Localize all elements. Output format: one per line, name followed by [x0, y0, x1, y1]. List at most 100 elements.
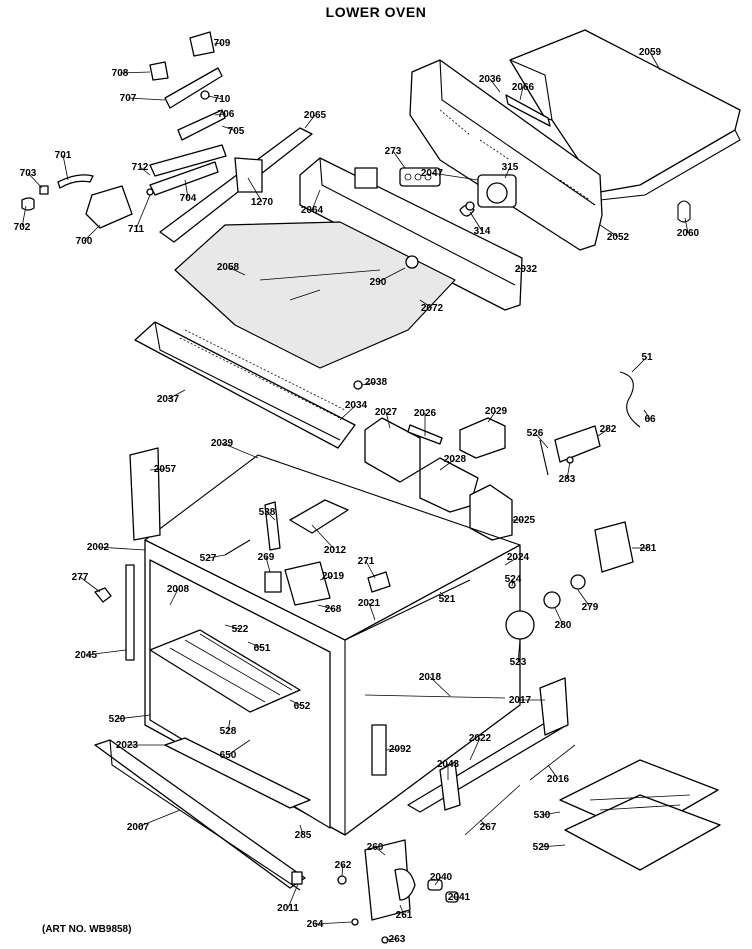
door-hinge-assembly — [291, 839, 459, 944]
callout-528: 528 — [220, 726, 237, 737]
callout-314: 314 — [474, 226, 491, 237]
leader-707 — [127, 97, 166, 101]
leader-283 — [566, 461, 571, 480]
callout-523: 523 — [510, 657, 527, 668]
callout-267: 267 — [480, 822, 497, 833]
leader-2034 — [339, 404, 357, 421]
leader-2036 — [489, 78, 501, 93]
callout-2045: 2045 — [75, 650, 98, 661]
leader-279 — [577, 589, 591, 608]
callout-522: 522 — [232, 624, 249, 635]
leader-523 — [517, 639, 521, 663]
callout-650: 650 — [220, 750, 237, 761]
callout-702: 702 — [14, 222, 31, 233]
callout-2092: 2092 — [389, 744, 412, 755]
leader-2032 — [517, 267, 527, 270]
cavity-internal-parts — [224, 499, 391, 606]
leader-712 — [139, 166, 151, 176]
leader-285 — [299, 824, 304, 836]
leader-530 — [541, 811, 561, 816]
leader-2038 — [361, 381, 377, 386]
callout-710: 710 — [214, 94, 231, 105]
callout-2047: 2047 — [421, 168, 444, 179]
callout-279: 279 — [582, 602, 599, 613]
callout-2052: 2052 — [607, 232, 630, 243]
leader-2059 — [649, 51, 661, 71]
bottom-plate-2023 — [164, 737, 311, 809]
leader-705 — [221, 125, 237, 132]
callout-2002: 2002 — [87, 542, 110, 553]
leader-709 — [213, 42, 223, 45]
callout-711: 711 — [128, 224, 145, 235]
leader-260 — [374, 846, 386, 856]
leader-2057 — [149, 468, 166, 471]
side-trim-pieces — [94, 447, 161, 661]
leader-708 — [119, 71, 151, 74]
leader-2008 — [169, 588, 179, 606]
leader-2039 — [221, 442, 259, 459]
callout-700: 700 — [76, 236, 93, 247]
broiler-pan — [559, 759, 721, 871]
callout-520: 520 — [109, 714, 126, 725]
callout-706: 706 — [218, 109, 235, 120]
callout-280: 280 — [555, 620, 572, 631]
leader-2072 — [419, 299, 433, 309]
leader-2066 — [519, 86, 524, 101]
callout-2019: 2019 — [322, 571, 345, 582]
callout-2041: 2041 — [448, 892, 471, 903]
leader-529 — [540, 844, 566, 848]
leader-2007 — [137, 809, 181, 828]
terminal-block — [539, 425, 601, 476]
callout-527: 527 — [200, 553, 217, 564]
callout-651: 651 — [254, 643, 271, 654]
callout-2011: 2011 — [277, 903, 299, 914]
leader-51 — [631, 356, 648, 373]
callout-2017: 2017 — [509, 695, 532, 706]
callout-290: 290 — [370, 277, 387, 288]
leader-268 — [317, 604, 334, 610]
leader-277 — [79, 576, 101, 593]
leader-2045 — [85, 649, 127, 656]
leader-2037 — [167, 389, 186, 400]
callout-2057: 2057 — [154, 464, 177, 475]
screw-2038 — [353, 380, 363, 390]
callout-2065: 2065 — [304, 110, 327, 121]
leader-2047 — [431, 172, 479, 181]
leader-261 — [399, 904, 405, 916]
leader-704 — [184, 179, 189, 199]
callout-2064: 2064 — [301, 205, 324, 216]
wire-harness — [619, 371, 641, 428]
callout-2072: 2072 — [421, 303, 444, 314]
callout-1270: 1270 — [251, 197, 274, 208]
callout-285: 285 — [295, 830, 312, 841]
leader-2018 — [429, 676, 451, 697]
leader-315 — [504, 166, 511, 179]
leader-710 — [207, 95, 223, 100]
leader-lines — [21, 42, 689, 941]
callout-2008: 2008 — [167, 584, 190, 595]
callout-2034: 2034 — [345, 400, 368, 411]
vent-trim-2037 — [134, 321, 356, 449]
callout-268: 268 — [325, 604, 342, 615]
leader-526 — [534, 432, 549, 449]
leader-538 — [266, 511, 276, 521]
leader-1270 — [247, 177, 263, 203]
callout-2028: 2028 — [444, 454, 467, 465]
leader-2052 — [599, 224, 619, 238]
callout-51: 51 — [641, 352, 653, 363]
callout-66: 66 — [644, 414, 656, 425]
leader-2028 — [439, 458, 456, 471]
leader-263 — [385, 938, 398, 941]
callout-2024: 2024 — [507, 552, 530, 563]
leader-2016 — [547, 764, 559, 780]
leader-700 — [83, 224, 101, 242]
clip-2060 — [677, 200, 691, 223]
callout-2038: 2038 — [365, 377, 388, 388]
side-rail-2065 — [159, 127, 313, 243]
callout-315: 315 — [502, 162, 519, 173]
art-number: (ART NO. WB9858) — [42, 924, 132, 935]
leader-706 — [214, 113, 227, 116]
callout-708: 708 — [112, 68, 129, 79]
